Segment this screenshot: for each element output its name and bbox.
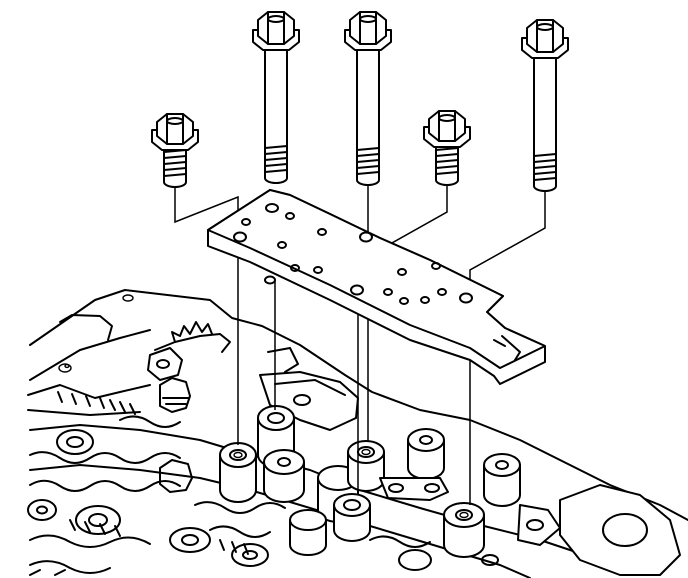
long-bolt-2 xyxy=(344,11,392,186)
long-bolt-1 xyxy=(252,11,300,184)
valve-spools xyxy=(29,391,431,576)
valve-body-assembly xyxy=(27,289,688,578)
plate-holes xyxy=(233,203,473,305)
short-bolt-right xyxy=(423,110,471,186)
short-bolt-left xyxy=(151,113,199,188)
long-bolt-3 xyxy=(521,19,569,192)
bore-bosses xyxy=(27,405,681,576)
valve-body-cover-plate xyxy=(207,189,546,385)
